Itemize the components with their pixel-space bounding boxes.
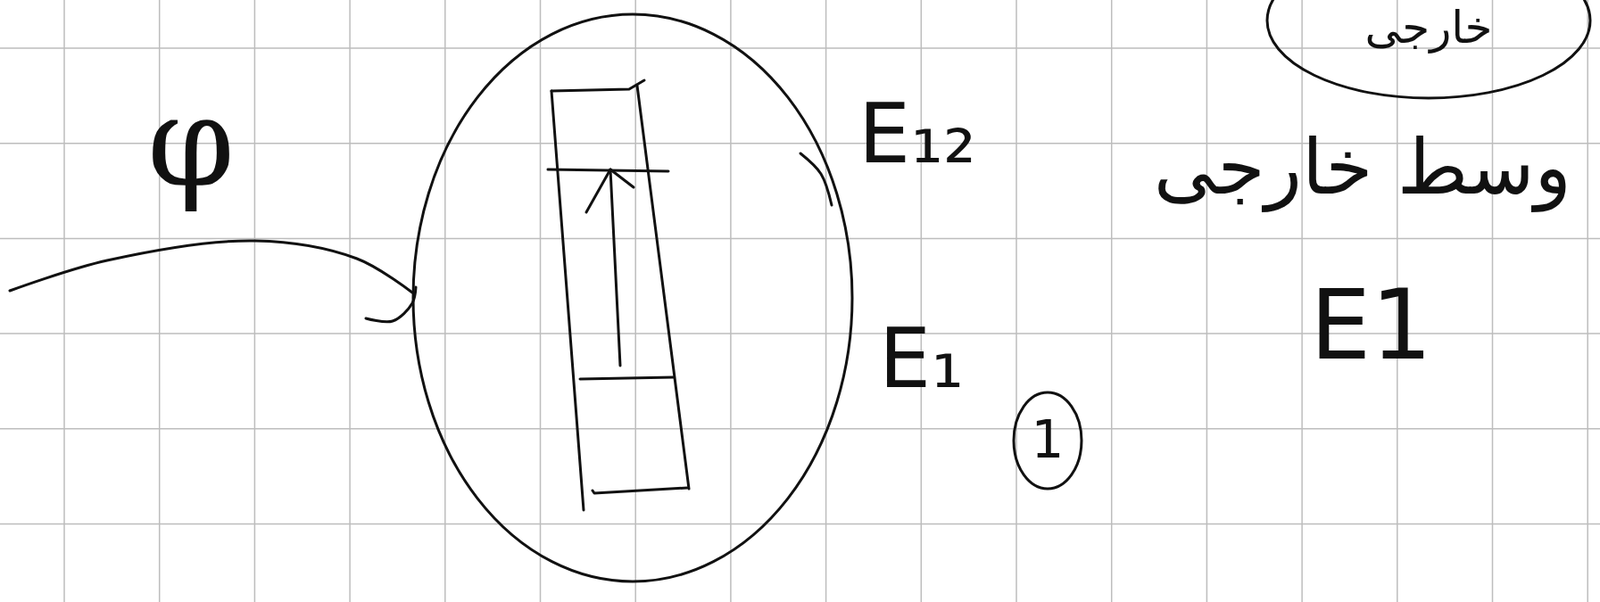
field-label: E1 — [1309, 273, 1433, 380]
grid-line — [634, 0, 637, 602]
symbol-label: φ — [147, 74, 235, 212]
callout-circle — [1013, 392, 1082, 490]
callout-number: 1 — [1031, 412, 1065, 470]
grid-line — [825, 0, 828, 602]
grid-line — [254, 0, 257, 602]
grid-line — [1015, 0, 1018, 602]
field-label: E₁ — [878, 314, 964, 405]
medium-label: وسط خارجی — [1153, 124, 1572, 210]
region-ellipse: خارجی — [1265, 0, 1592, 100]
grid-line — [63, 0, 66, 602]
grid-line — [348, 0, 351, 602]
grid-line — [444, 0, 447, 602]
side-mark — [800, 153, 832, 206]
lower-mark — [580, 377, 674, 380]
flow-arrowhead — [586, 169, 634, 213]
tube-top — [551, 80, 645, 92]
grid-line — [1110, 0, 1113, 602]
grid-line — [1206, 0, 1209, 602]
grid-line — [0, 523, 1600, 526]
tube-bottom — [592, 488, 688, 494]
grid-line — [729, 0, 732, 602]
leader-curve — [9, 240, 413, 293]
flow-arrow — [610, 169, 621, 366]
grid-line — [0, 47, 1600, 50]
grid-line — [539, 0, 542, 602]
region-label: خارجی — [1265, 3, 1592, 53]
field-label: E₁₂ — [858, 89, 977, 180]
tube-right — [637, 85, 689, 490]
grid-line — [1301, 0, 1303, 602]
grid-line — [0, 238, 1600, 241]
grid-line — [1586, 0, 1589, 602]
leader-hook — [365, 287, 416, 323]
tube-left — [551, 91, 584, 511]
grid-line — [0, 428, 1600, 431]
outer-ellipse — [413, 14, 853, 582]
grid-line — [1492, 0, 1494, 602]
